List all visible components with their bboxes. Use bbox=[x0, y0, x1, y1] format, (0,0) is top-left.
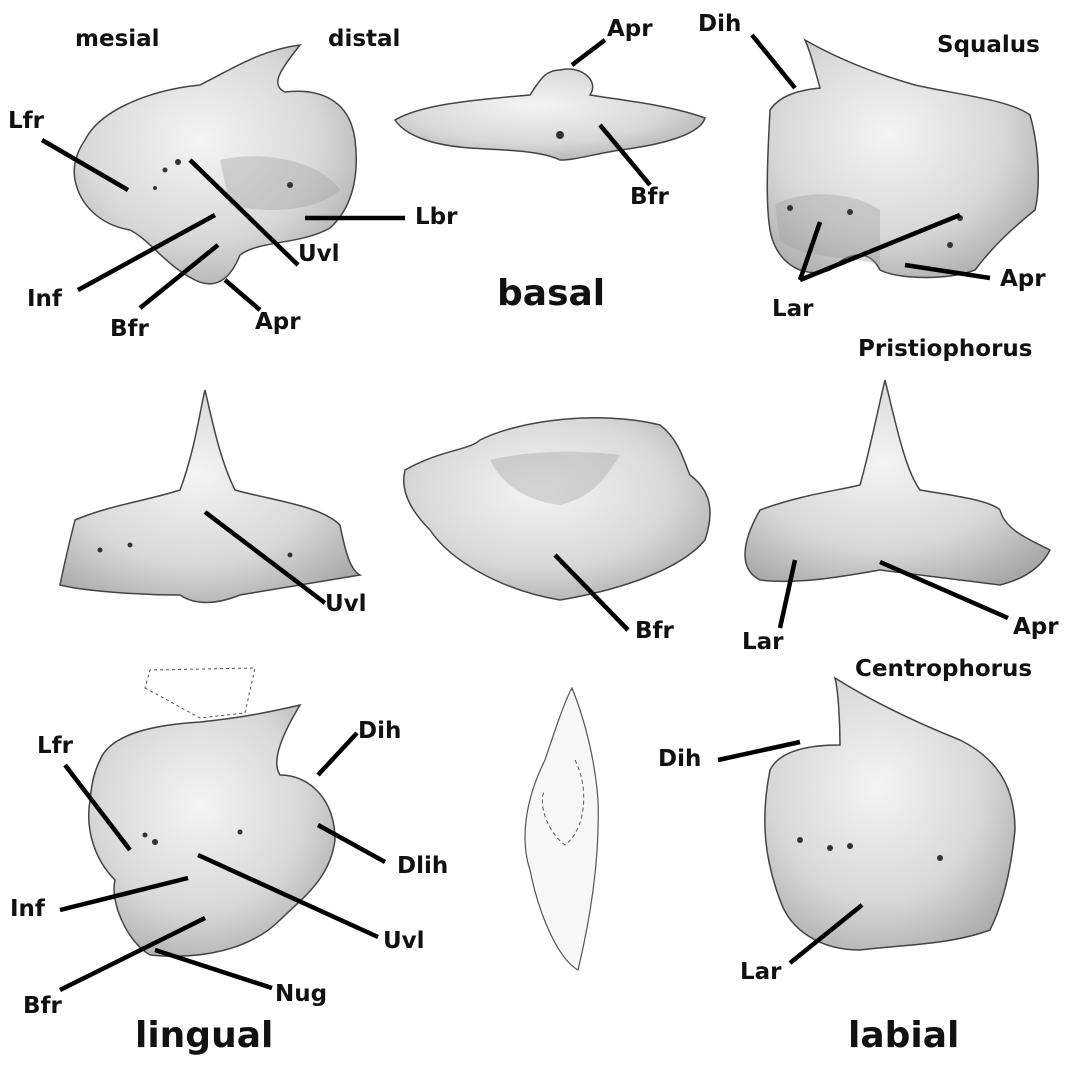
pristiophorus-lingual-tooth bbox=[59, 389, 363, 604]
label-dih: Dih bbox=[698, 11, 742, 37]
label-apr: Apr bbox=[255, 309, 301, 335]
pristiophorus-labial-tooth bbox=[744, 379, 1052, 586]
taxon-centrophorus: Centrophorus bbox=[855, 656, 1033, 682]
label-inf: Inf bbox=[10, 896, 45, 922]
pristiophorus-basal-tooth bbox=[403, 417, 711, 601]
label-nug: Nug bbox=[275, 981, 328, 1007]
label-lar: Lar bbox=[772, 296, 814, 322]
label-distal: distal bbox=[328, 26, 401, 52]
view-label-basal: basal bbox=[497, 273, 606, 314]
squalus-labial-tooth bbox=[766, 38, 1040, 279]
label-lbr: Lbr bbox=[415, 204, 458, 230]
centrophorus-crown-profile bbox=[524, 686, 599, 971]
taxon-pristiophorus: Pristiophorus bbox=[858, 336, 1033, 362]
centrophorus-labial-tooth bbox=[764, 676, 1016, 951]
label-uvl: Uvl bbox=[325, 591, 367, 617]
squalus-basal-tooth bbox=[393, 68, 706, 161]
view-label-labial: labial bbox=[848, 1015, 960, 1056]
label-mesial: mesial bbox=[75, 26, 160, 52]
label-lar: Lar bbox=[742, 629, 784, 655]
label-lfr: Lfr bbox=[37, 733, 74, 759]
taxon-squalus: Squalus bbox=[937, 32, 1040, 58]
label-apr: Apr bbox=[1013, 614, 1059, 640]
label-bfr: Bfr bbox=[635, 618, 674, 644]
label-inf: Inf bbox=[27, 286, 62, 312]
view-label-lingual: lingual bbox=[135, 1015, 274, 1056]
label-uvl: Uvl bbox=[298, 241, 340, 267]
centrophorus-lingual-tooth bbox=[88, 667, 336, 957]
label-dih: Dih bbox=[358, 718, 402, 744]
label-bfr: Bfr bbox=[23, 993, 62, 1019]
label-lar: Lar bbox=[740, 959, 782, 985]
label-lfr: Lfr bbox=[8, 108, 45, 134]
label-uvl: Uvl bbox=[383, 928, 425, 954]
label-apr: Apr bbox=[607, 16, 653, 42]
label-apr: Apr bbox=[1000, 266, 1046, 292]
label-dlih: Dlih bbox=[397, 853, 449, 879]
label-dih: Dih bbox=[658, 746, 702, 772]
label-bfr: Bfr bbox=[110, 316, 149, 342]
label-bfr: Bfr bbox=[630, 184, 669, 210]
leader-lines bbox=[40, 33, 1009, 993]
